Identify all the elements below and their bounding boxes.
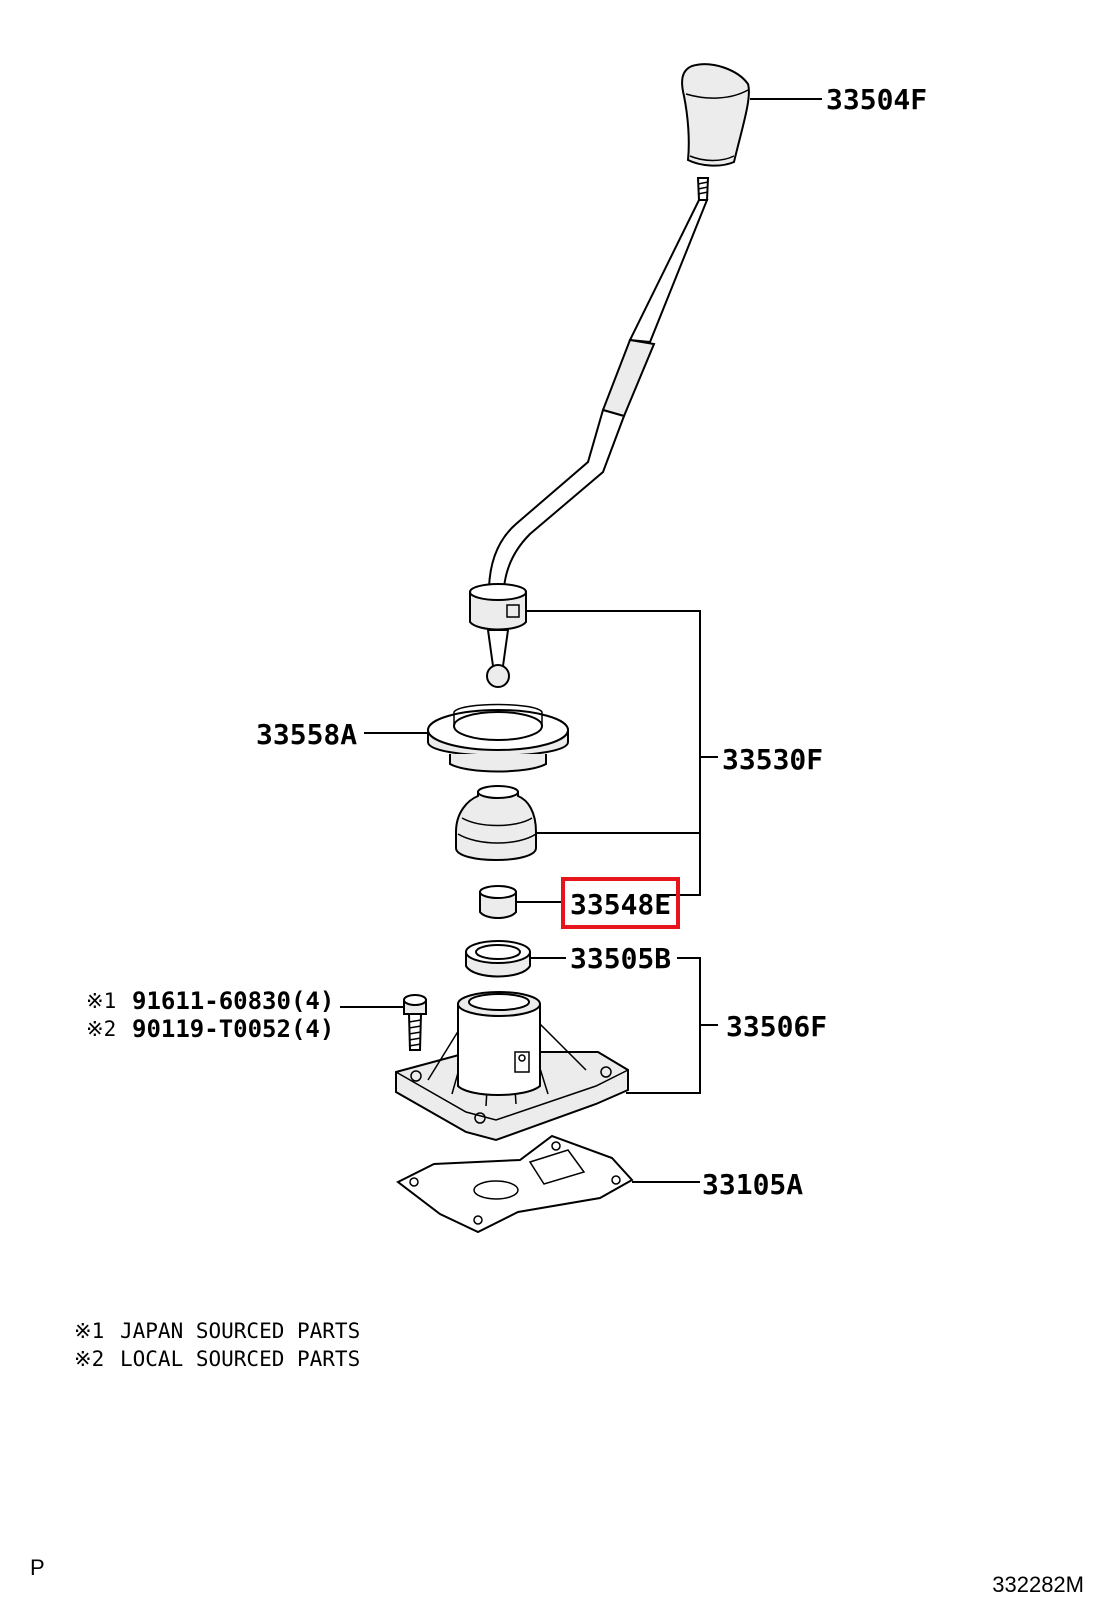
part-label-33105A[interactable]: 33105A [702, 1168, 803, 1201]
note-marker-1: ※1 [74, 1319, 104, 1343]
boot[interactable] [455, 785, 537, 861]
bolt-marker-1: ※1 [86, 989, 116, 1013]
gasket[interactable] [396, 1134, 634, 1234]
part-label-33506F[interactable]: 33506F [726, 1010, 827, 1043]
highlight-box [561, 877, 680, 929]
shift-housing[interactable] [395, 991, 629, 1142]
shift-lever[interactable] [469, 177, 710, 688]
retainer[interactable] [427, 703, 569, 773]
bolt-marker-2: ※2 [86, 1017, 116, 1041]
bolt-icon[interactable] [403, 994, 427, 1051]
part-label-33505B[interactable]: 33505B [570, 942, 671, 975]
part-label-33558A[interactable]: 33558A [256, 718, 357, 751]
bushing[interactable] [479, 885, 517, 919]
seat[interactable] [465, 940, 531, 978]
shift-knob[interactable] [681, 63, 750, 167]
part-label-33548E[interactable]: 33548E [570, 888, 671, 921]
part-label-33530F[interactable]: 33530F [722, 743, 823, 776]
corner-marker: P [30, 1555, 45, 1580]
note-text-1: JAPAN SOURCED PARTS [120, 1319, 360, 1343]
part-label-33504F[interactable]: 33504F [826, 83, 927, 116]
figure-code: 332282M [992, 1572, 1084, 1597]
note-text-2: LOCAL SOURCED PARTS [120, 1347, 360, 1371]
note-marker-2: ※2 [74, 1347, 104, 1371]
bolt-label-1[interactable]: 91611-60830(4) [132, 987, 334, 1015]
bolt-label-2[interactable]: 90119-T0052(4) [132, 1015, 334, 1043]
